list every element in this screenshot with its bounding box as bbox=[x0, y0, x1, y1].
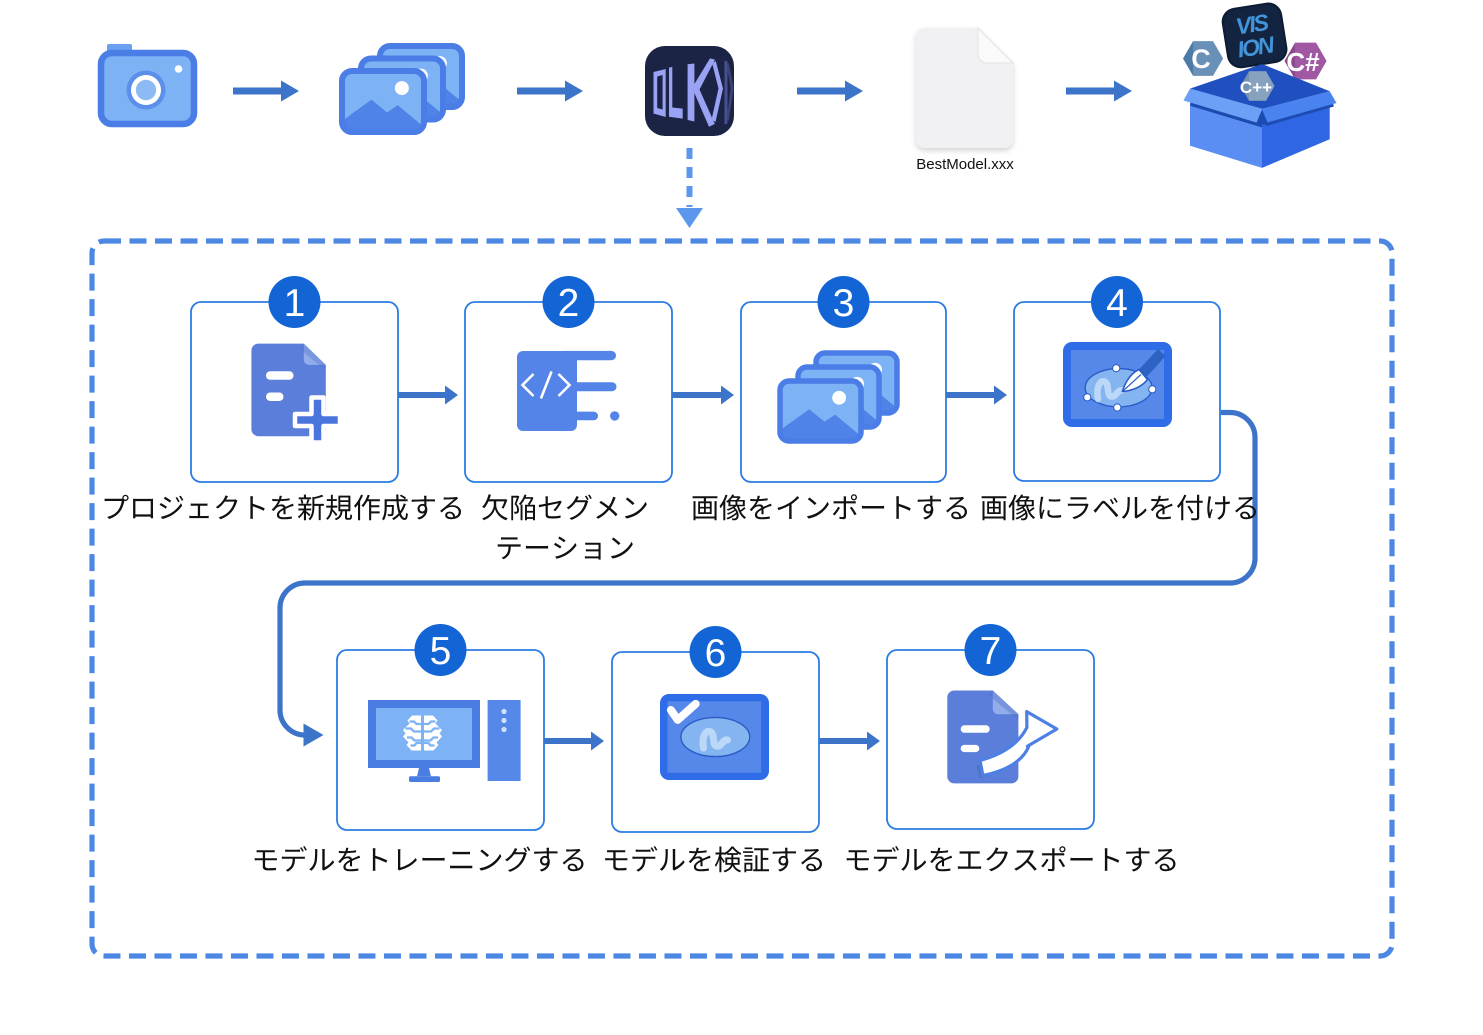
svg-text:C: C bbox=[1191, 44, 1211, 74]
svg-text:6: 6 bbox=[705, 632, 727, 675]
svg-text:C#: C# bbox=[1286, 47, 1320, 77]
svg-text:7: 7 bbox=[980, 630, 1002, 673]
svg-text:ION: ION bbox=[1236, 31, 1277, 63]
svg-text:5: 5 bbox=[430, 630, 452, 673]
svg-text:3: 3 bbox=[833, 282, 855, 325]
svg-text:4: 4 bbox=[1106, 282, 1128, 325]
svg-text:1: 1 bbox=[284, 282, 306, 325]
svg-text:2: 2 bbox=[558, 282, 580, 325]
svg-text:BestModel.xxx: BestModel.xxx bbox=[916, 156, 1014, 173]
svg-text:VIS: VIS bbox=[1234, 9, 1271, 40]
svg-text:C++: C++ bbox=[1240, 78, 1272, 97]
